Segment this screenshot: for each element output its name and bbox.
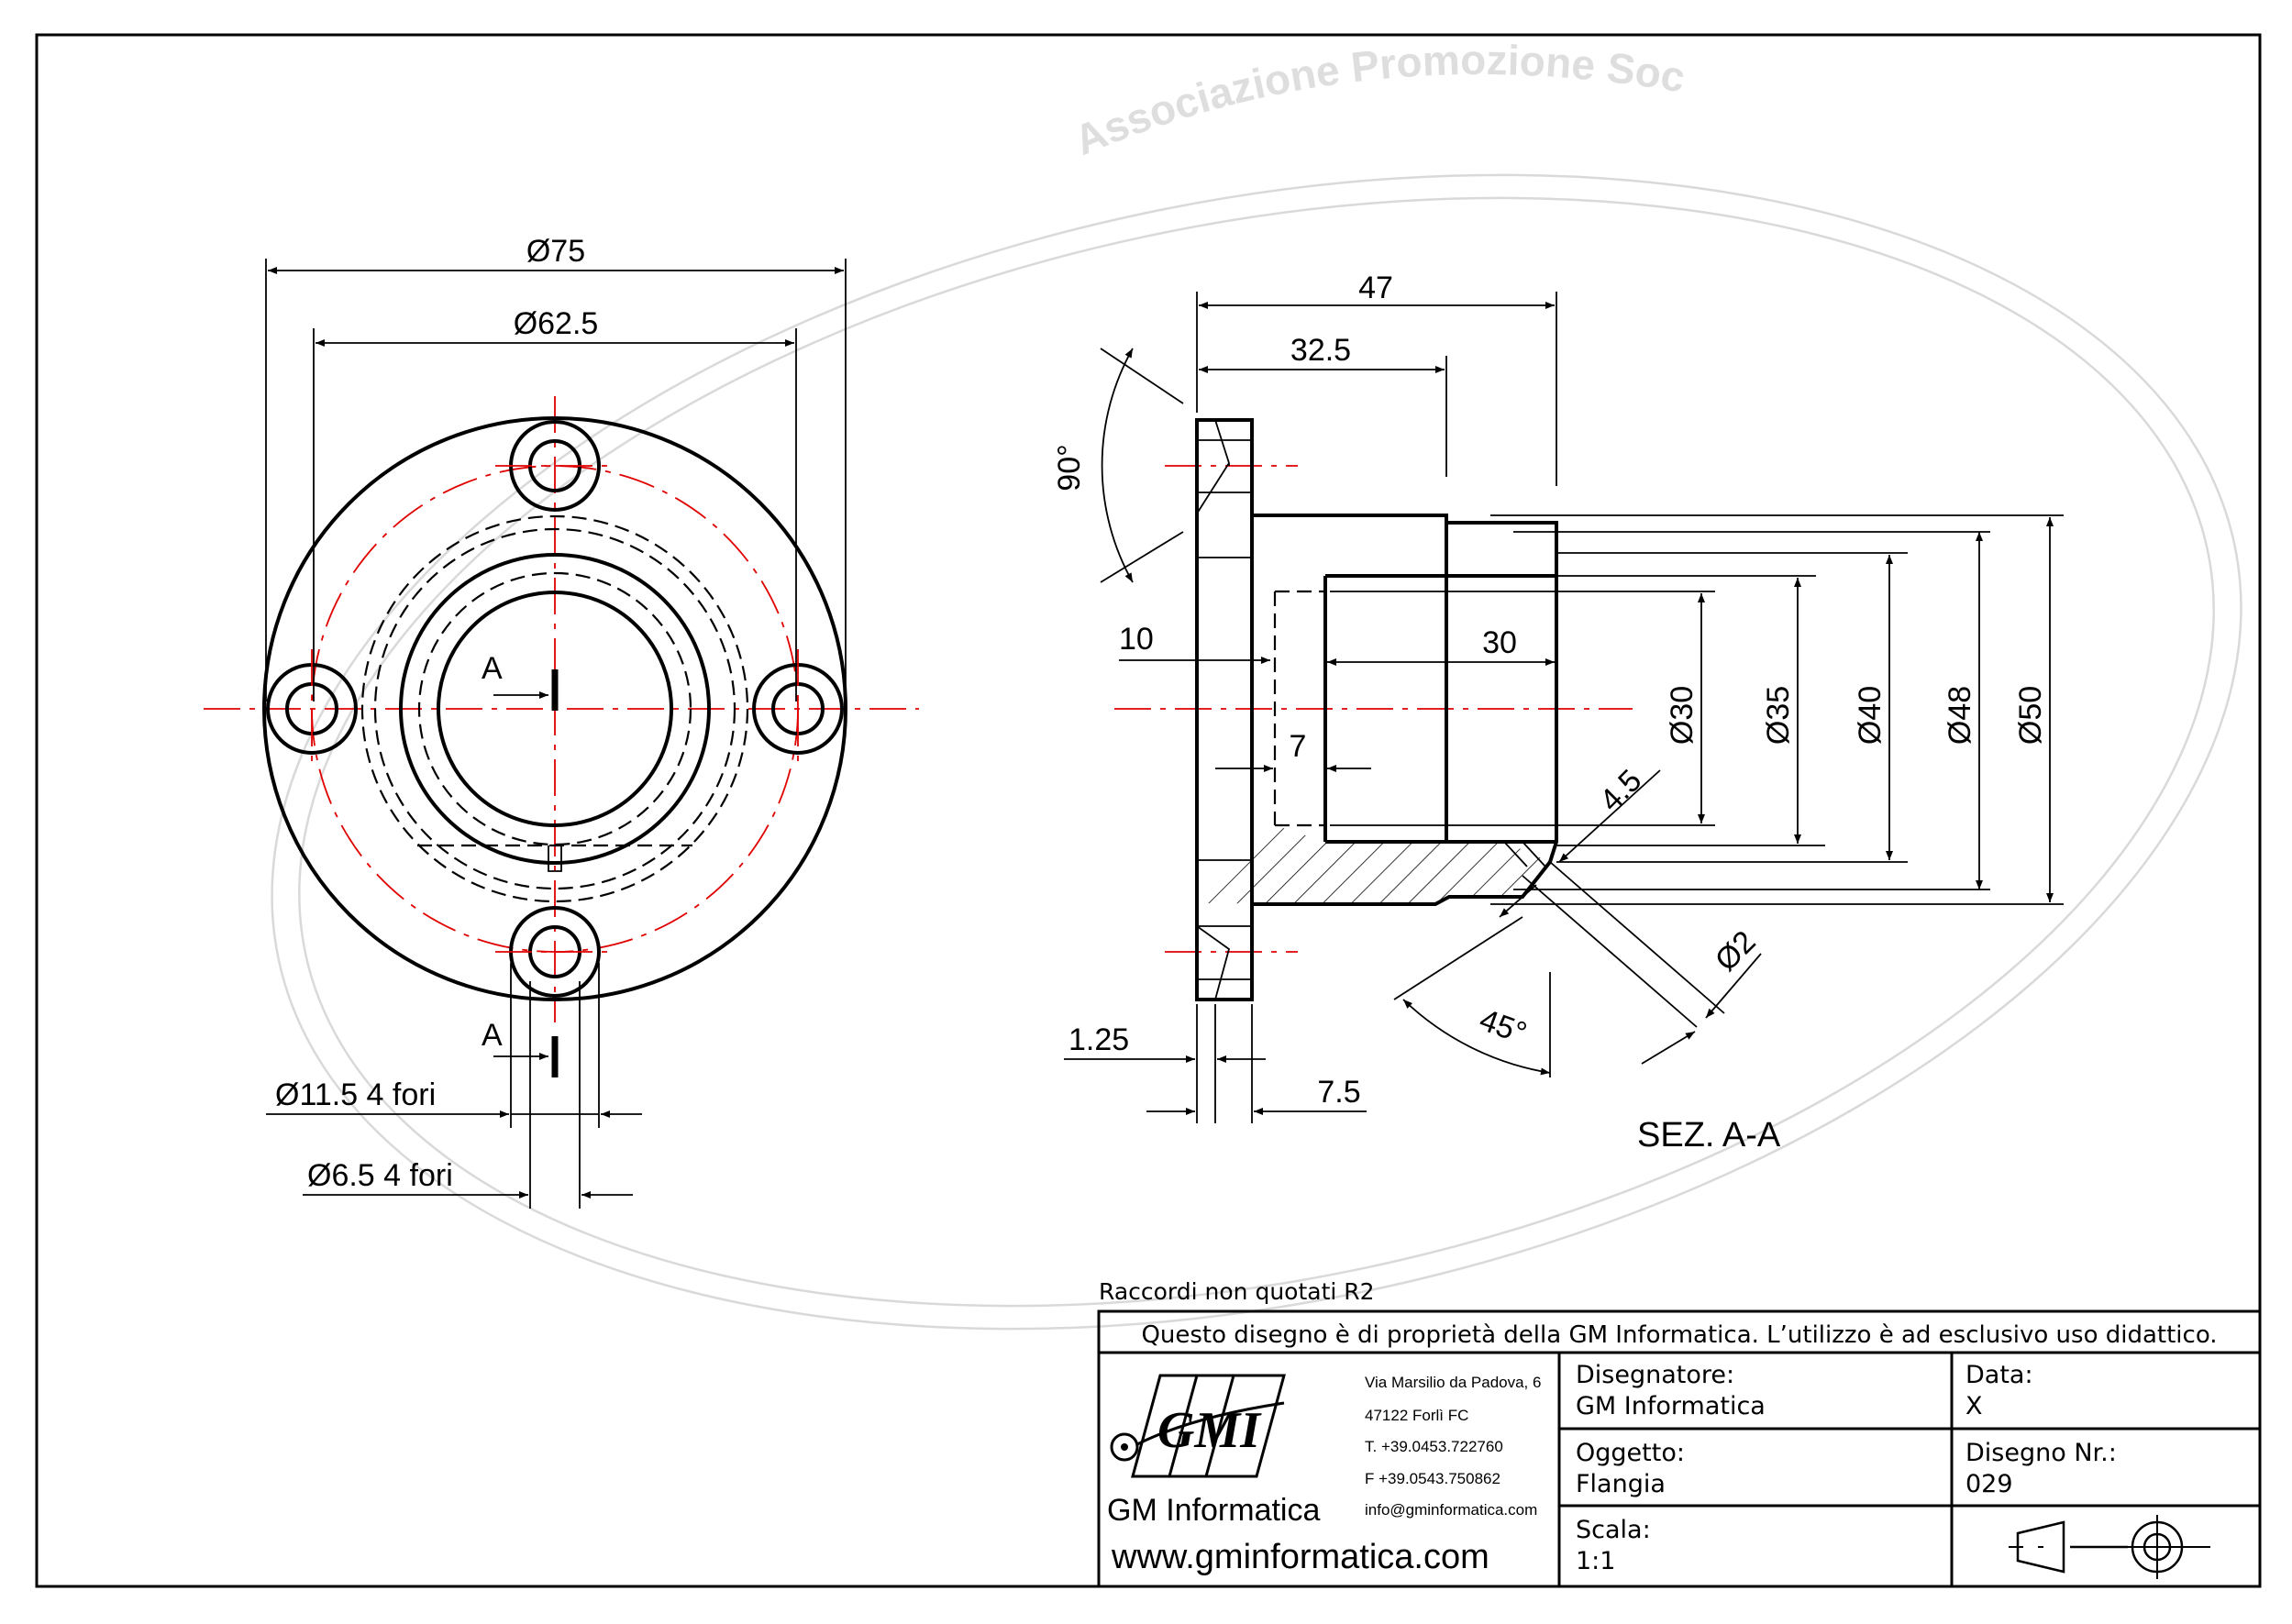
dim-length-47: 47 xyxy=(1358,271,1393,305)
designer-label: Disegnatore: xyxy=(1576,1361,1734,1389)
bolt-hole-left xyxy=(266,649,358,768)
date-label: Data: xyxy=(1965,1361,2033,1389)
section-view: Ø30 Ø35 Ø40 Ø48 Ø50 47 32.5 90° 10 3 xyxy=(1052,271,2064,1154)
fillet-note: Raccordi non quotati R2 xyxy=(1099,1278,1375,1305)
dim-length-7-5: 7.5 xyxy=(1317,1075,1360,1110)
bolt-hole-right xyxy=(752,649,844,768)
watermark-text: Associazione Promozione Sociale xyxy=(0,0,1689,164)
fax: F +39.0543.750862 xyxy=(1365,1470,1500,1487)
bolt-circle-centerline xyxy=(311,465,799,953)
dim-angle-45: 45° xyxy=(1475,1002,1531,1051)
dim-outer-diameter: Ø75 xyxy=(526,234,585,269)
dim-length-30: 30 xyxy=(1482,625,1517,660)
dim-counterbore: Ø11.5 4 fori xyxy=(275,1077,436,1112)
scale-label: Scala: xyxy=(1576,1516,1651,1544)
dim-bolt-circle: Ø62.5 xyxy=(514,306,599,341)
svg-text:A: A xyxy=(482,1018,503,1053)
dim-length-1-25: 1.25 xyxy=(1068,1022,1129,1057)
section-mark-bottom: A xyxy=(482,1018,559,1077)
phone: T. +39.0453.722760 xyxy=(1365,1438,1503,1455)
dim-length-32-5: 32.5 xyxy=(1290,333,1351,368)
date-value: X xyxy=(1965,1392,1983,1420)
drawing-number-value: 029 xyxy=(1965,1470,2013,1498)
dim-hole: Ø6.5 4 fori xyxy=(307,1158,453,1193)
svg-text:GMI: GMI xyxy=(1157,1402,1262,1459)
dim-chamfer-4-5: 4.5 xyxy=(1593,763,1648,818)
dim-length-7: 7 xyxy=(1290,729,1307,764)
dim-angle-90: 90° xyxy=(1052,444,1087,491)
title-block: Questo disegno è di proprietà della GM I… xyxy=(1097,1309,2262,1588)
section-mark-top: A xyxy=(482,651,559,711)
section-title: SEZ. A-A xyxy=(1637,1116,1781,1154)
dim-dia-30: Ø30 xyxy=(1665,686,1700,745)
scale-value: 1:1 xyxy=(1576,1547,1615,1575)
designer-value: GM Informatica xyxy=(1576,1392,1766,1420)
hidden-diameter-50 xyxy=(360,514,749,903)
company-logo: GMI xyxy=(1110,1374,1286,1478)
projection-symbol-icon xyxy=(2009,1515,2210,1579)
hidden-diameter-48 xyxy=(373,527,736,890)
watermark: Associazione Promozione Sociale xyxy=(0,0,2242,1331)
front-view: A A Ø75 Ø62.5 Ø11.5 4 fori Ø6.5 4 fori xyxy=(204,234,919,1209)
dim-dia-48: Ø48 xyxy=(1943,686,1977,745)
object-label: Oggetto: xyxy=(1576,1439,1685,1467)
company-website: www.gminformatica.com xyxy=(1111,1538,1489,1576)
svg-text:A: A xyxy=(482,651,503,686)
flange-outer-edge xyxy=(262,416,847,1001)
section-hatch xyxy=(1197,825,1550,904)
hidden-diameter-35 xyxy=(417,571,692,846)
company-name: GM Informatica xyxy=(1107,1493,1320,1528)
dim-dia-35: Ø35 xyxy=(1761,686,1796,745)
small-notch xyxy=(548,845,562,872)
bolt-hole-top xyxy=(495,420,615,512)
drawing-number-label: Disegno Nr.: xyxy=(1965,1439,2117,1467)
dim-dia-2: Ø2 xyxy=(1709,924,1763,978)
dim-length-10: 10 xyxy=(1119,622,1154,657)
hub-diameter-40 xyxy=(399,553,711,865)
address-line-1: Via Marsilio da Padova, 6 xyxy=(1365,1374,1541,1391)
ownership-notice: Questo disegno è di proprietà della GM I… xyxy=(1141,1321,2217,1349)
email: info@gminformatica.com xyxy=(1365,1501,1537,1519)
bore-diameter-30 xyxy=(437,591,673,827)
address-line-2: 47122 Forlì FC xyxy=(1365,1407,1468,1424)
dim-dia-50: Ø50 xyxy=(2013,686,2048,745)
dim-dia-40: Ø40 xyxy=(1853,686,1888,745)
bolt-hole-bottom xyxy=(495,906,615,998)
object-value: Flangia xyxy=(1576,1470,1666,1498)
